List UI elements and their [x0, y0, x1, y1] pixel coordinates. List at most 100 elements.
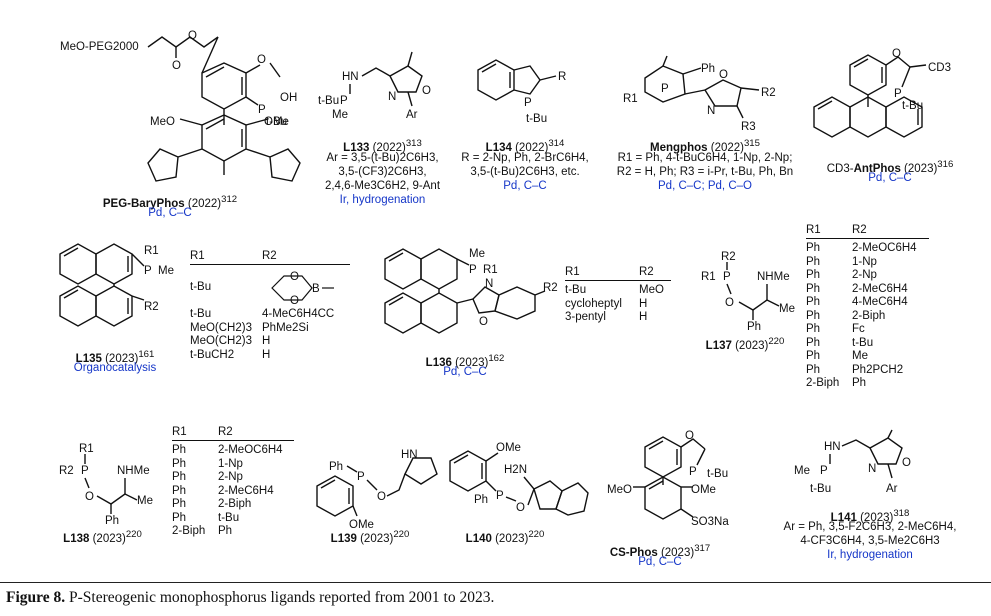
substituent-line: Ar = 3,5-(t-Bu)2C6H3, [326, 152, 439, 164]
compound-name: L138 [63, 532, 90, 545]
svg-text:O: O [422, 85, 431, 97]
svg-text:t-Bu: t-Bu [318, 95, 339, 107]
svg-text:P: P [820, 465, 828, 477]
table-row: t-Bu O O B [190, 268, 350, 308]
compound-name: CS-Phos [609, 546, 658, 559]
substituent-line: 3,5-(CF3)2C6H3, [338, 166, 427, 178]
svg-text:O: O [685, 430, 694, 442]
substituent-line: R1 = Ph, 4-t-BuC6H4, 1-Np, 2-Np; [617, 152, 793, 164]
svg-text:O: O [85, 491, 94, 503]
substituent-line: 4-CF3C6H4, 3,5-Me2C6H3 [800, 535, 940, 547]
figure-caption: Figure 8. P-Stereogenic monophosphorus l… [0, 582, 991, 616]
svg-text:NHMe: NHMe [757, 271, 790, 283]
svg-text:Me: Me [794, 465, 810, 477]
svg-text:O: O [290, 295, 299, 307]
compound-name: L133 [343, 141, 370, 154]
svg-text:OMe: OMe [264, 116, 289, 128]
svg-text:O: O [516, 502, 525, 514]
svg-text:Me: Me [779, 303, 795, 315]
mengphos-structure: Ph P R1 N O R2 R3 [623, 55, 776, 133]
l141-caption: L141 (2023)318 [830, 508, 910, 524]
svg-text:t-Bu: t-Bu [810, 483, 831, 495]
peg-baryphos-caption: PEG-BaryPhos (2022)312 [102, 194, 238, 210]
svg-text:N: N [707, 105, 715, 117]
svg-text:Me: Me [158, 265, 174, 277]
svg-text:P: P [469, 264, 477, 276]
svg-text:R2: R2 [761, 87, 776, 99]
svg-text:O: O [479, 316, 488, 328]
svg-text:Ar: Ar [406, 109, 418, 121]
svg-text:R2: R2 [59, 465, 74, 477]
substituent-line: 2,4,6-Me3C6H2, 9-Ant [324, 180, 441, 192]
l137-caption: L137 (2023)220 [705, 336, 785, 352]
svg-text:OMe: OMe [691, 484, 716, 496]
svg-text:O: O [172, 60, 181, 72]
table-header: R1 R2 [172, 426, 294, 441]
svg-text:HN: HN [824, 441, 841, 453]
svg-text:R1: R1 [483, 264, 498, 276]
compound-name: L139 [330, 532, 357, 545]
l134-caption: L134 (2022)314 [485, 138, 565, 154]
svg-text:Me: Me [137, 495, 153, 507]
l136-structure: P Me R1 N O R2 [384, 248, 558, 334]
svg-text:t-Bu: t-Bu [526, 113, 547, 125]
l138-structure: R1 R2 P O NHMe Me Ph [59, 443, 153, 527]
peg-label: MeO-PEG2000 [60, 41, 139, 53]
application-label: Pd, C–C [443, 366, 487, 378]
svg-text:Ph: Ph [701, 63, 715, 75]
l135-structure: P R1 Me R2 [59, 243, 174, 327]
svg-text:P: P [144, 265, 152, 277]
compound-name: PEG-BaryPhos [102, 197, 185, 210]
antphos-structure: O CD3 P t-Bu [813, 48, 951, 138]
l140-structure: OMe H2N P Ph O [449, 442, 589, 516]
figure-label: Figure 8. [6, 589, 66, 606]
compound-name: L140 [465, 532, 492, 545]
svg-text:CD3: CD3 [928, 62, 951, 74]
svg-text:R1: R1 [79, 443, 94, 455]
svg-text:P: P [524, 97, 532, 109]
svg-text:t-Bu: t-Bu [266, 116, 287, 128]
svg-text:O: O [290, 271, 299, 283]
substituent-line: Ar = Ph, 3,5-F2C6H3, 2-MeC6H4, [783, 521, 957, 533]
svg-text:t-Bu: t-Bu [707, 468, 728, 480]
compound-name: Mengphos [650, 141, 708, 154]
svg-text:R2: R2 [543, 282, 558, 294]
dioxaborinane-group: O O B [271, 271, 334, 307]
svg-text:N: N [868, 463, 876, 475]
svg-text:P: P [81, 465, 89, 477]
svg-text:P: P [894, 88, 902, 100]
svg-text:R: R [558, 71, 566, 83]
figure-caption-text: P-Stereogenic monophosphorus ligands rep… [69, 589, 495, 606]
l134-structure: P t-Bu R [477, 59, 566, 125]
svg-text:H2N: H2N [504, 464, 527, 476]
l137-structure: R2 R1 P O NHMe Me Ph [701, 251, 795, 333]
svg-text:Ph: Ph [329, 461, 343, 473]
svg-text:R2: R2 [721, 251, 736, 263]
svg-text:MeO: MeO [607, 484, 632, 496]
svg-text:O: O [188, 30, 197, 42]
application-label: Pd, C–C [148, 207, 192, 219]
svg-text:O: O [377, 491, 386, 503]
svg-text:OH: OH [280, 92, 297, 104]
svg-text:MeO: MeO [150, 116, 175, 128]
svg-text:Ph: Ph [474, 494, 488, 506]
svg-text:R3: R3 [741, 121, 756, 133]
substituent-line: 3,5-(t-Bu)2C6H3, etc. [470, 166, 580, 178]
